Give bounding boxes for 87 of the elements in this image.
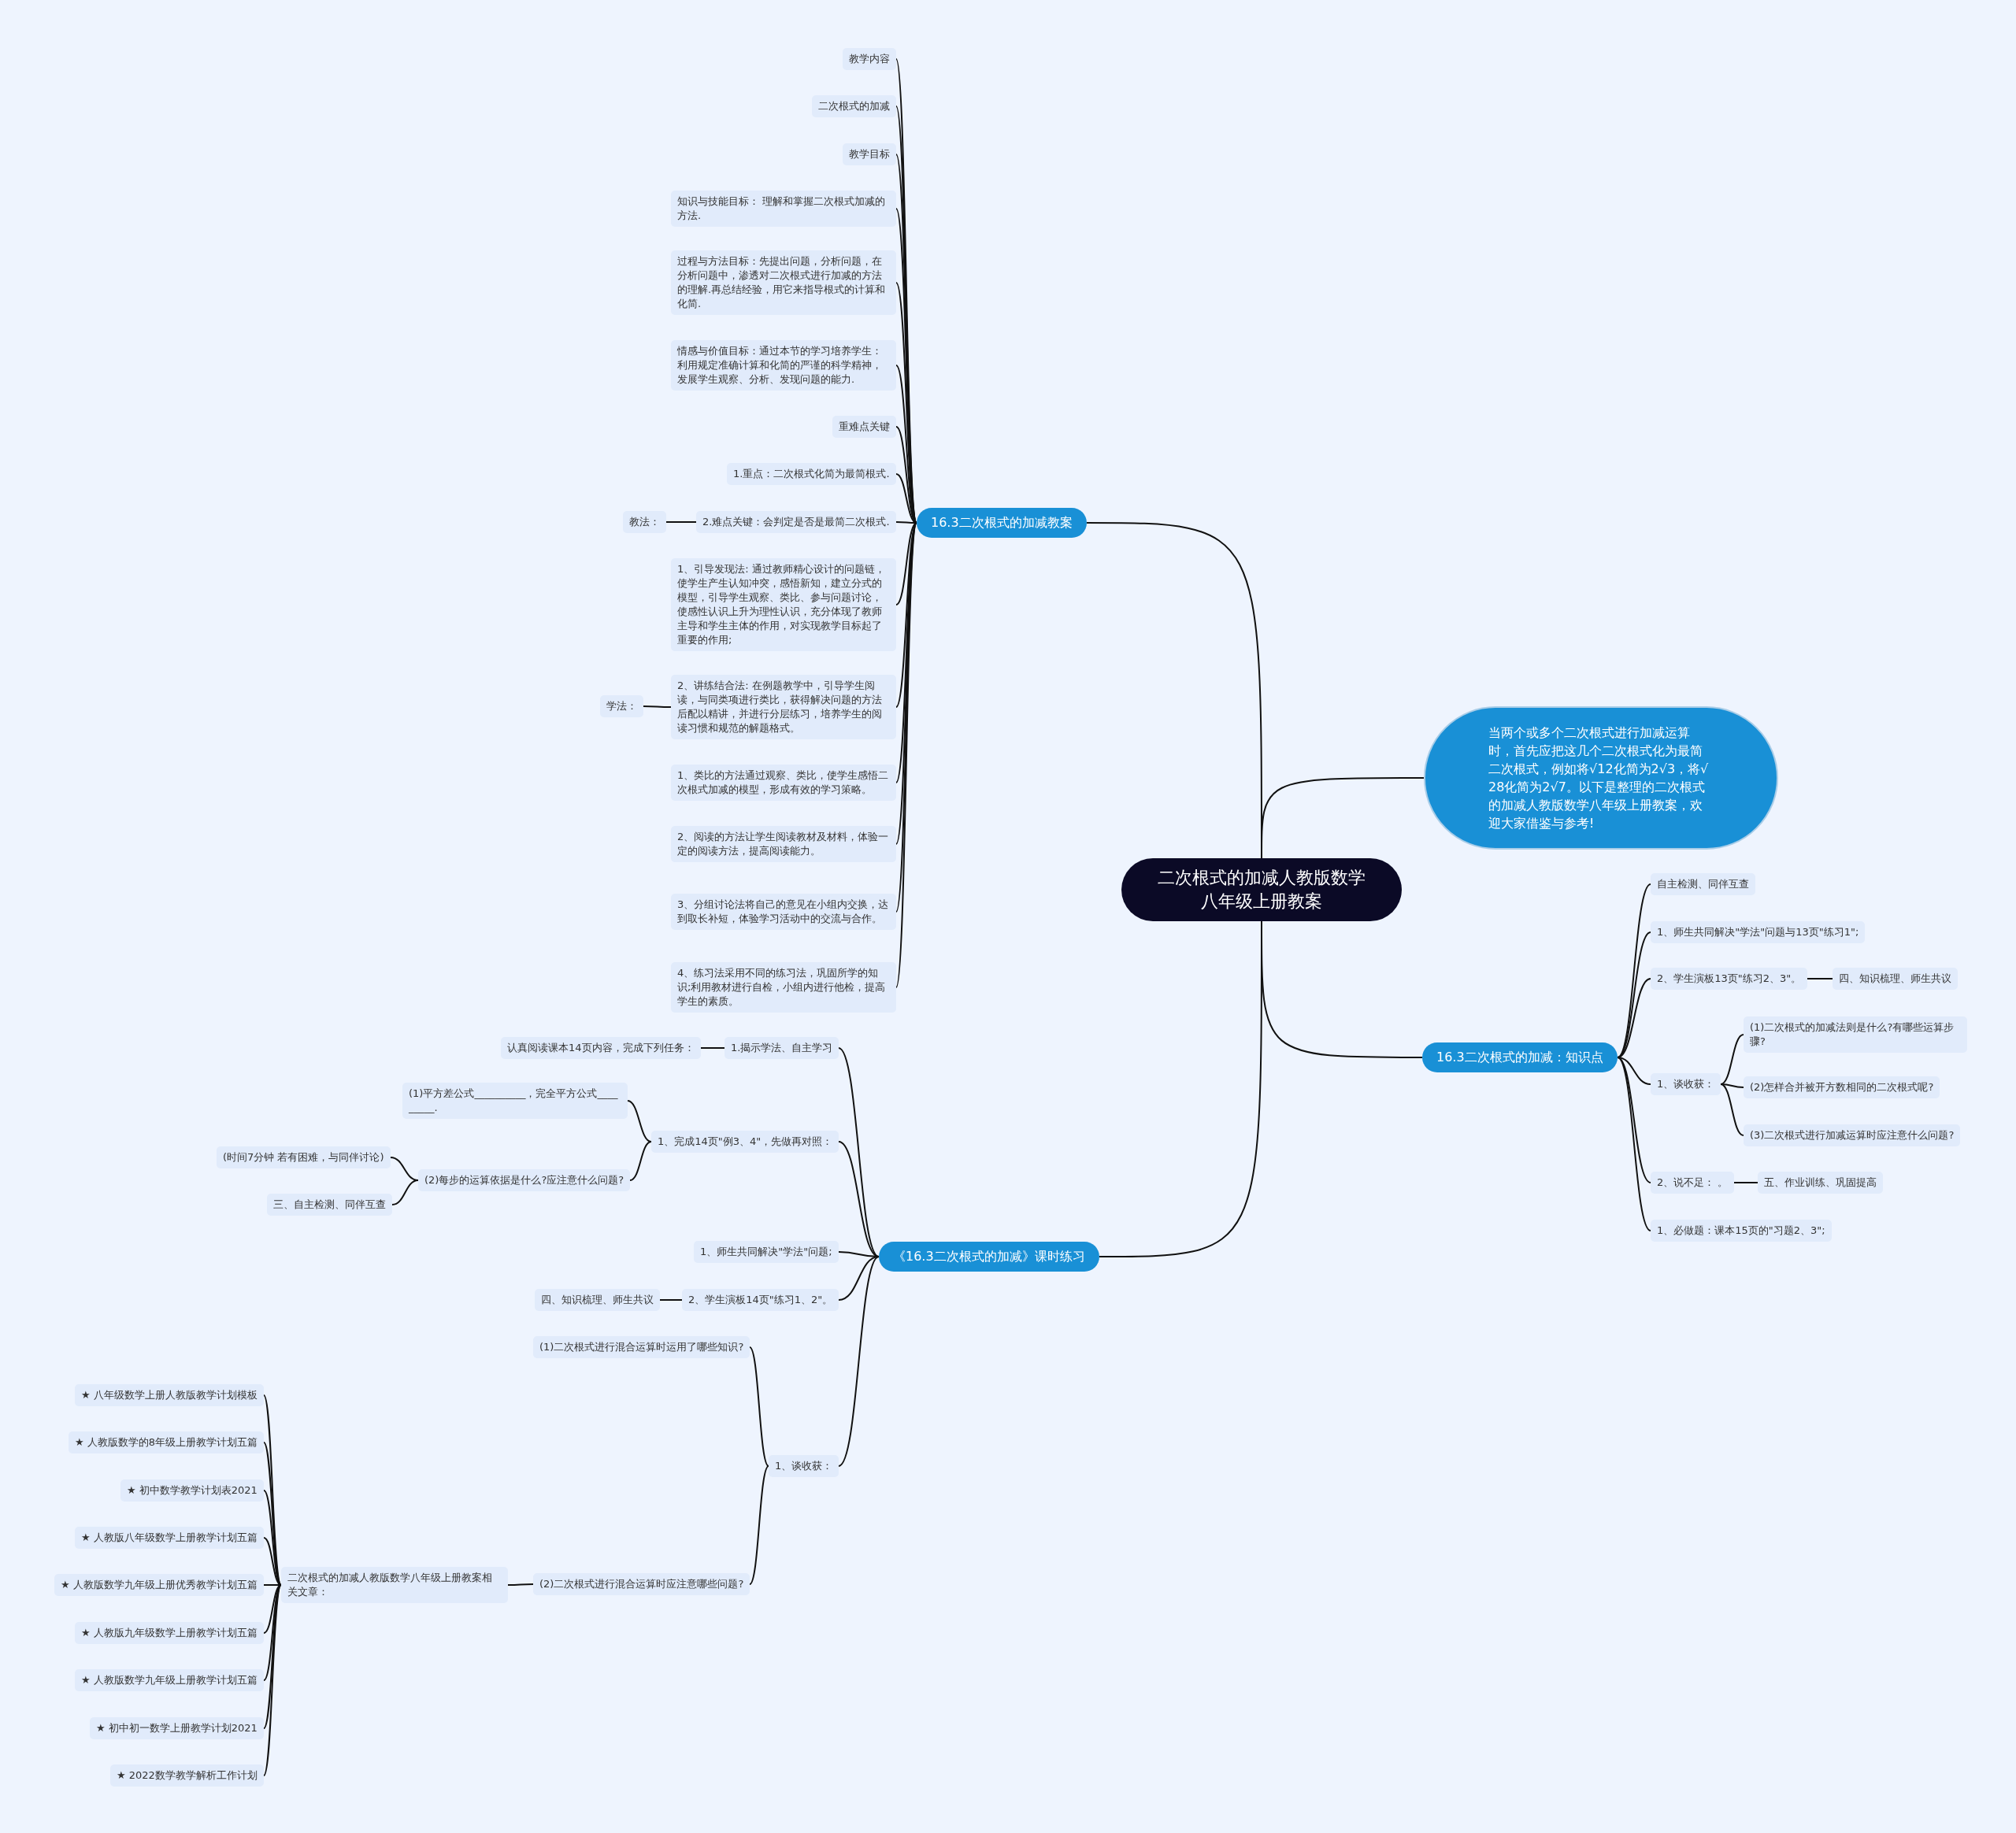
topic-box: (2)二次根式进行混合运算时应注意哪些问题?	[533, 1573, 750, 1595]
topic-box: 四、知识梳理、师生共议	[535, 1289, 660, 1311]
topic-box: 2、阅读的方法让学生阅读教材及材料，体验一定的阅读方法，提高阅读能力。	[671, 826, 896, 862]
connector-line	[391, 1179, 419, 1205]
topic-box: 二次根式的加减	[812, 95, 896, 117]
connector-line	[1720, 1083, 1744, 1088]
topic-box: 1、必做题：课本15页的"习题2、3";	[1651, 1220, 1832, 1242]
topic-box: (1)平方差公式__________，完全平方公式_________.	[402, 1083, 628, 1119]
connector-line	[1261, 777, 1425, 859]
connector-line	[838, 1141, 880, 1257]
topic-box: 4、练习法采用不同的练习法，巩固所学的知识;利用教材进行自检，小组内进行他检，提高学生的素质。	[671, 962, 896, 1013]
topic-box: 2、学生演板14页"练习1、2"。	[682, 1289, 839, 1311]
topic-box: 过程与方法目标：先提出问题，分析问题，在分析问题中，渗透对二次根式进行加减的方法的理解.再总结经验，用它来指导根式的计算和化简.	[671, 250, 896, 315]
topic-box: (1)二次根式进行混合运算时运用了哪些知识?	[533, 1336, 750, 1358]
topic-box: 1、引导发现法: 通过教师精心设计的问题链，使学生产生认知冲突，感悟新知，建立分式的模型，引导学生观察、类比、参与问题讨论，使感性认识上升为理性认识，充分体现了教师主导和学生主体的作用，对实现教学目标起了重要的作用;	[671, 558, 896, 651]
connector-line	[838, 1256, 880, 1301]
topic-box: 教法：	[623, 511, 666, 533]
topic-box: 重难点关键	[832, 416, 896, 438]
connector-line	[838, 1047, 880, 1257]
connector-line	[263, 1584, 282, 1776]
connector-line	[263, 1584, 282, 1586]
topic-box: ★ 2022数学教学解析工作计划	[110, 1764, 264, 1787]
topic-box: ★ 人教版八年级数学上册教学计划五篇	[75, 1527, 264, 1549]
topic-box: 1、谈收获：	[1651, 1073, 1721, 1095]
connector-line	[895, 522, 917, 605]
connector-line	[659, 1299, 683, 1301]
summary-bubble: 当两个或多个二次根式进行加减运算时，首先应把这几个二次根式化为最简二次根式，例如将√12化简为2√3，将√28化简为2√7。以下是整理的二次根式的加减人教版数学八年级上册教案，欢迎大家借鉴与参考!	[1424, 706, 1778, 850]
connector-line	[1617, 1057, 1651, 1085]
topic-box: 1.揭示学法、自主学习	[724, 1037, 839, 1059]
branch-topic: 16.3二次根式的加减：知识点	[1422, 1042, 1618, 1072]
topic-box: 1、类比的方法通过观察、类比，使学生感悟二次根式加减的模型，形成有效的学习策略。	[671, 765, 896, 801]
connector-line	[895, 522, 917, 708]
connector-line	[1720, 1083, 1744, 1136]
connector-line	[838, 1256, 880, 1467]
connector-line	[1720, 1034, 1744, 1085]
topic-box: (1)二次根式的加减法则是什么?有哪些运算步骤?	[1744, 1016, 1967, 1053]
topic-box: 三、自主检测、同伴互查	[267, 1194, 392, 1216]
connector-line	[1733, 1182, 1758, 1183]
topic-box: 知识与技能目标： 理解和掌握二次根式加减的方法.	[671, 191, 896, 227]
connector-line	[665, 521, 697, 523]
topic-box: ★ 八年级数学上册人教版教学计划模板	[75, 1384, 264, 1406]
topic-box: 教学目标	[843, 143, 896, 165]
topic-box: 2.难点关键：会判定是否是最简二次根式.	[696, 511, 896, 533]
topic-box: 1、完成14页"例3、4"，先做再对照：	[651, 1131, 839, 1153]
topic-box: ★ 人教版数学的8年级上册教学计划五篇	[69, 1431, 265, 1453]
topic-box: 1、师生共同解决"学法"问题;	[694, 1241, 839, 1263]
connector-line	[895, 521, 917, 524]
central-topic: 二次根式的加减人教版数学八年级上册教案	[1121, 858, 1402, 921]
topic-box: 自主检测、同伴互查	[1651, 873, 1755, 895]
connector-line	[627, 1100, 652, 1142]
connector-line	[700, 1047, 725, 1049]
connector-line	[507, 1583, 534, 1586]
topic-box: 2、学生演板13页"练习2、3"。	[1651, 968, 1808, 990]
topic-box: ★ 人教版数学九年级上册优秀教学计划五篇	[54, 1574, 264, 1596]
topic-box: ★ 人教版九年级数学上册教学计划五篇	[75, 1622, 264, 1644]
connector-line	[1617, 883, 1651, 1058]
topic-box: 1.重点：二次根式化简为最简根式.	[727, 463, 896, 485]
connector-line	[643, 705, 672, 708]
branch-topic: 《16.3二次根式的加减》课时练习	[879, 1242, 1099, 1272]
topic-box: 3、分组讨论法将自己的意见在小组内交换，达到取长补短，体验学习活动中的交流与合作。	[671, 894, 896, 930]
connector-line	[263, 1584, 282, 1729]
topic-box: (时间7分钟 若有困难，与同伴讨论)	[217, 1146, 391, 1168]
connector-line	[1617, 1057, 1651, 1231]
connector-line	[629, 1141, 652, 1181]
topic-box: 五、作业训练、巩固提高	[1758, 1172, 1883, 1194]
connector-line	[263, 1584, 282, 1634]
topic-box: 教学内容	[843, 48, 896, 70]
topic-box: (2)每步的运算依据是什么?应注意什么问题?	[418, 1169, 631, 1191]
topic-box: (2)怎样合并被开方数相同的二次根式呢?	[1744, 1076, 1940, 1098]
topic-box: 认真阅读课本14页内容，完成下列任务：	[501, 1037, 701, 1059]
connector-line	[749, 1465, 769, 1585]
topic-box: 学法：	[600, 695, 643, 717]
connector-line	[749, 1346, 769, 1467]
branch-topic: 16.3二次根式的加减教案	[917, 508, 1087, 538]
topic-box: 2、讲练结合法: 在例题教学中，引导学生阅读，与同类项进行类比，获得解决问题的方法后配以精讲，并进行分层练习，培养学生的阅读习惯和规范的解题格式。	[671, 675, 896, 739]
topic-box: (3)二次根式进行加减运算时应注意什么问题?	[1744, 1124, 1961, 1146]
connector-line	[1807, 978, 1833, 979]
connector-line	[1617, 978, 1651, 1058]
topic-box: 四、知识梳理、师生共议	[1833, 968, 1958, 990]
topic-box: 二次根式的加减人教版数学八年级上册教案相关文章：	[281, 1567, 508, 1603]
topic-box: ★ 人教版数学九年级上册教学计划五篇	[75, 1669, 264, 1691]
topic-box: 2、说不足： 。	[1651, 1172, 1735, 1194]
topic-box: ★ 初中初一数学上册教学计划2021	[90, 1717, 264, 1739]
topic-box: 1、师生共同解决"学法"问题与13页"练习1";	[1651, 921, 1866, 943]
topic-box: 情感与价值目标：通过本节的学习培养学生：利用规定准确计算和化简的严谨的科学精神，发展学生观察、分析、发现问题的能力.	[671, 340, 896, 391]
topic-box: 1、谈收获：	[769, 1455, 839, 1477]
topic-box: ★ 初中数学教学计划表2021	[120, 1479, 264, 1502]
